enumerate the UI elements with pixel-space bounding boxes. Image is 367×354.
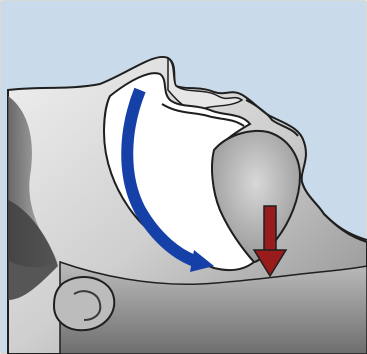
ear bbox=[54, 277, 114, 330]
